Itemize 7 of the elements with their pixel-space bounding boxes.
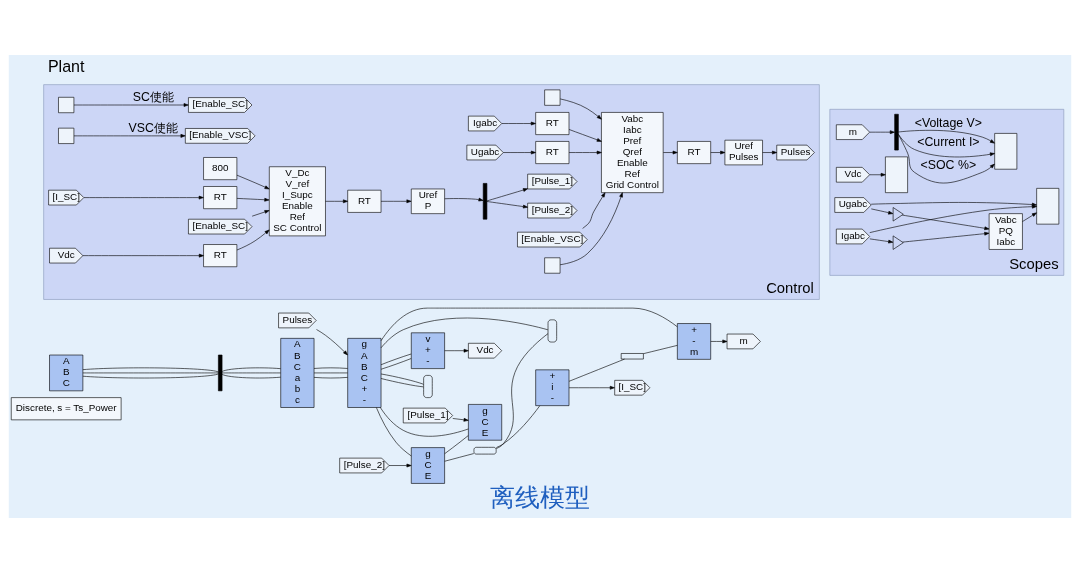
edge-label: SC使能 [132,89,174,104]
label: Plant [47,56,85,75]
edge-label: <Voltage V> [914,115,982,130]
edge-label: <Current I> [917,134,980,149]
edge-label: VSC使能 [128,120,178,135]
edge-label: <SOC %> [920,157,977,172]
caption: 离线模型 [490,483,590,511]
